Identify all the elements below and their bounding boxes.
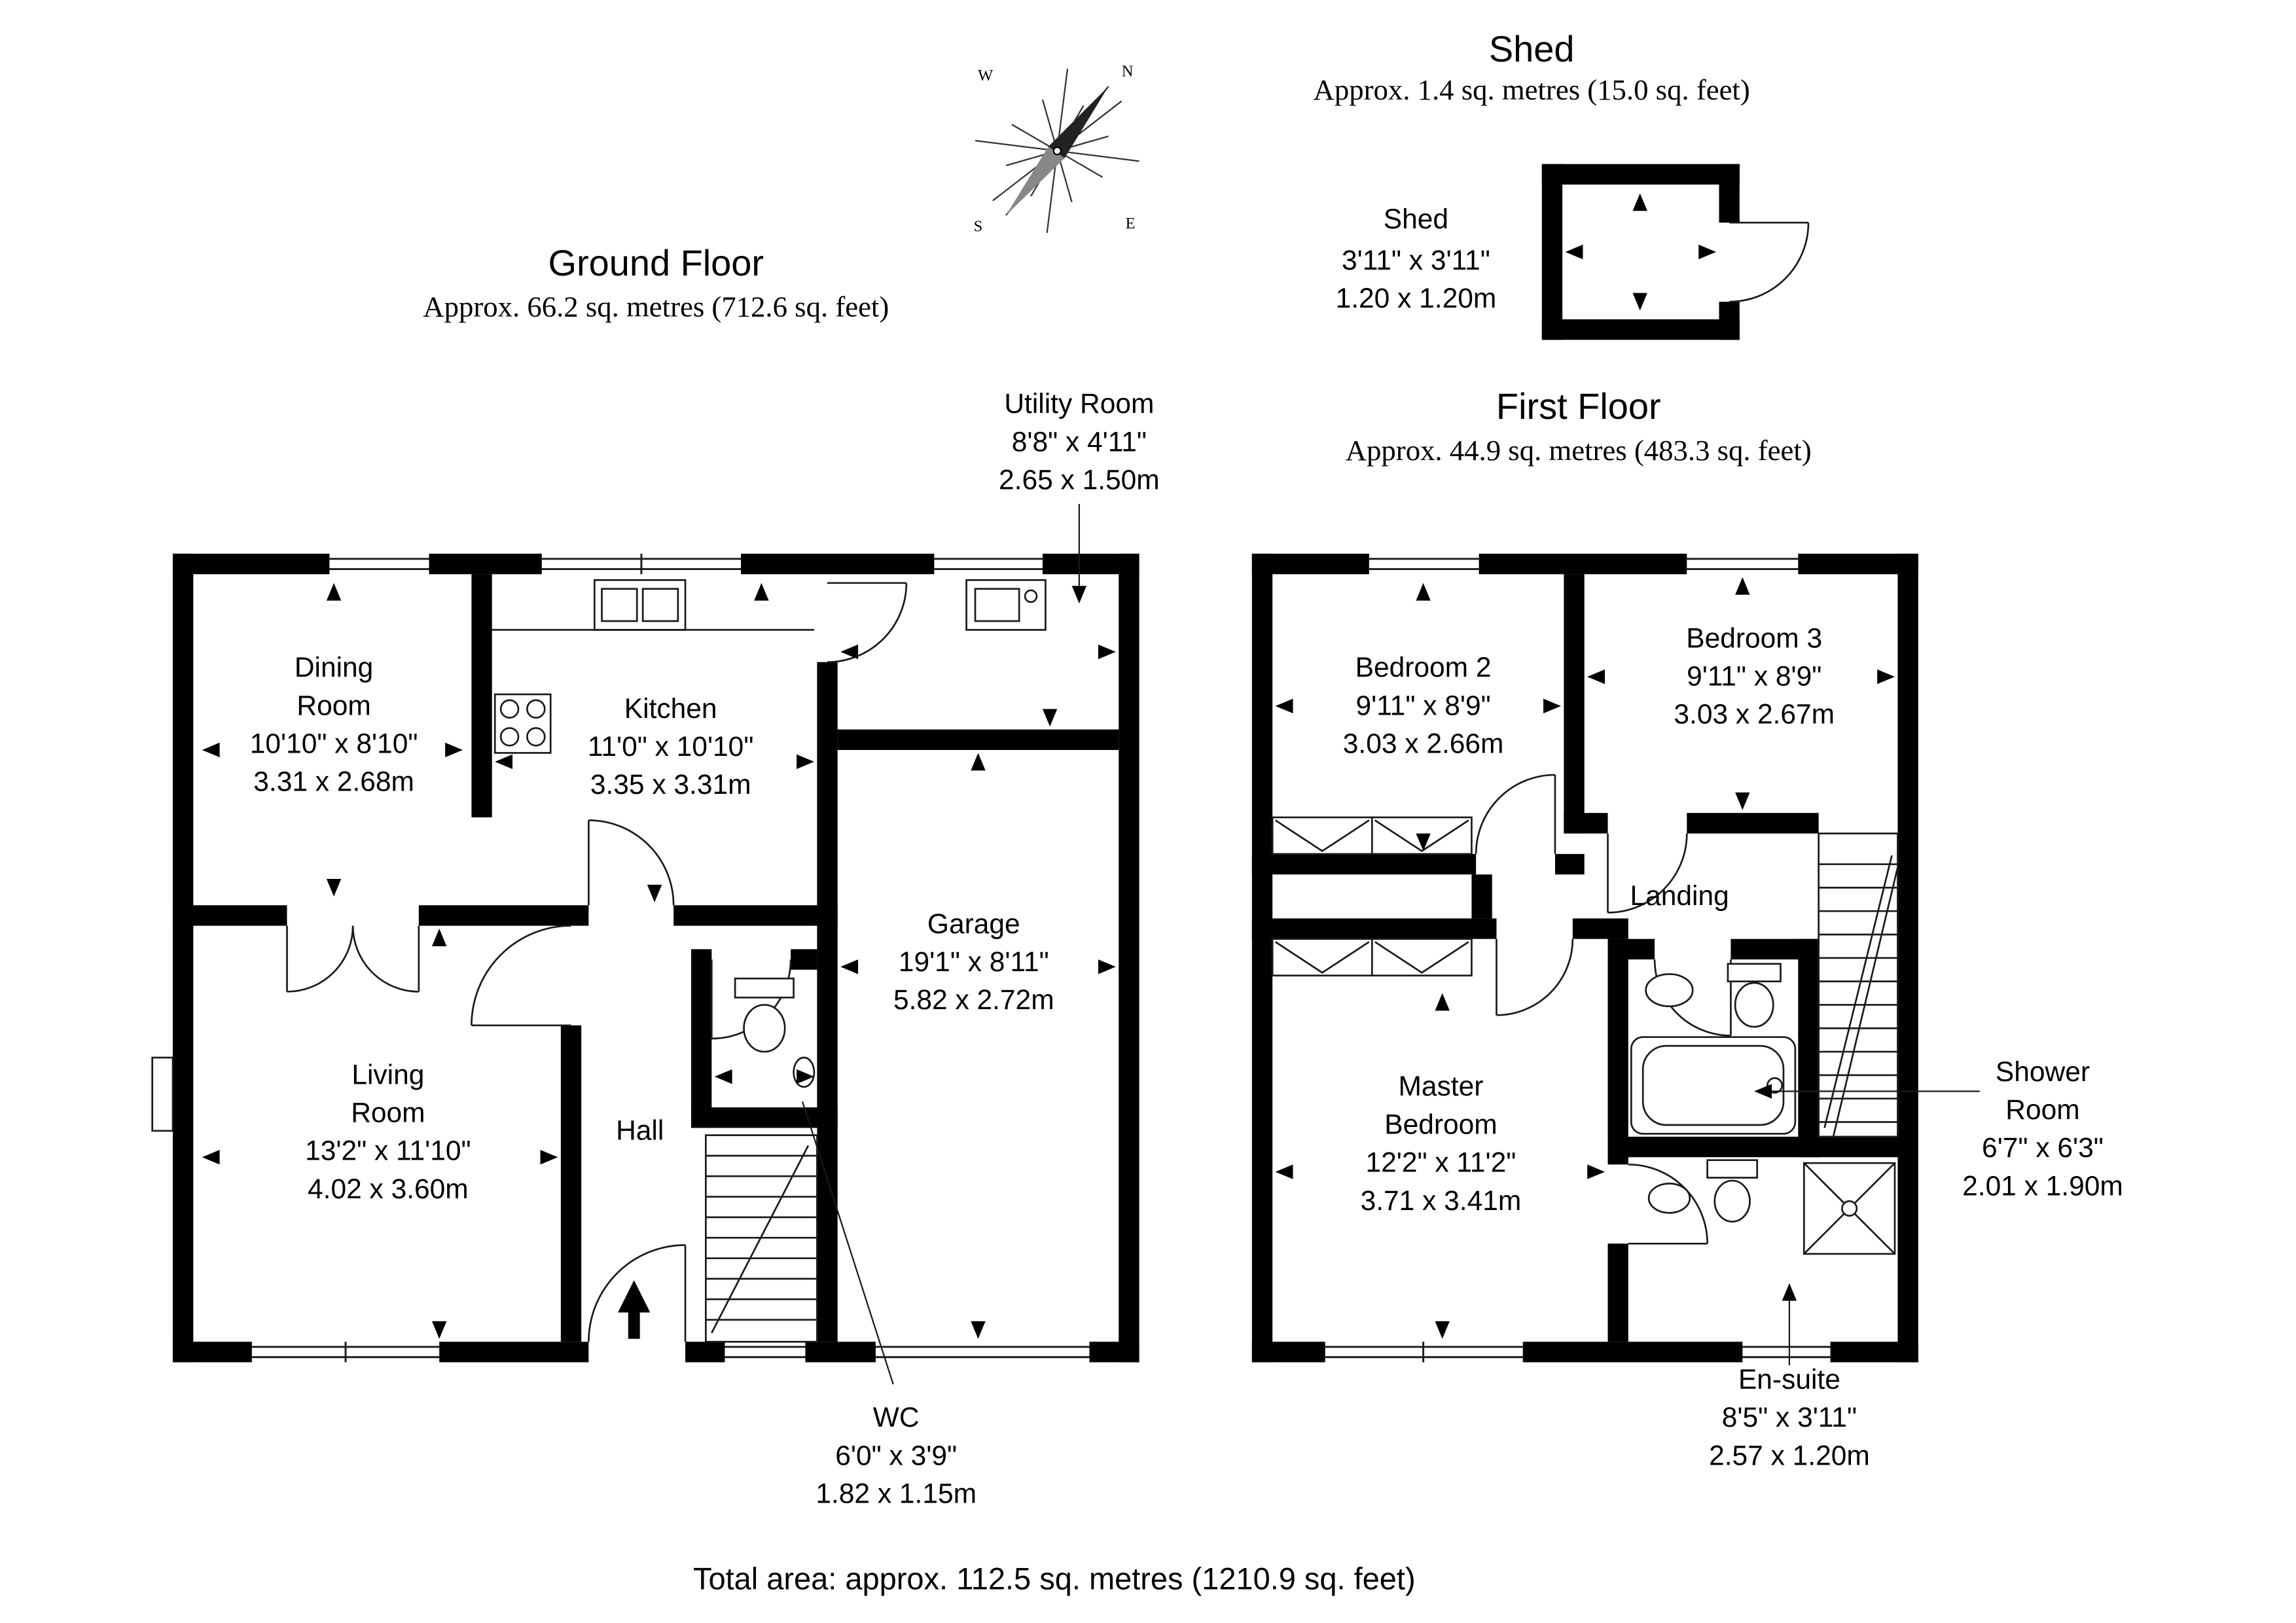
living-room-metric: 4.02 x 3.60m <box>308 1174 469 1205</box>
compass-east-label: E <box>1126 215 1136 232</box>
shed-plan: Shed 3'11" x 3'11" 1.20 x 1.20m <box>1336 164 1810 340</box>
bedroom2-imperial: 9'11" x 8'9" <box>1355 690 1490 721</box>
first-floor-plan: Bedroom 2 9'11" x 8'9" 3.03 x 2.66m Bedr… <box>1251 554 2123 1471</box>
first-floor-labels: Bedroom 2 9'11" x 8'9" 3.03 x 2.66m Bedr… <box>1343 623 2123 1471</box>
ground-floor-windows <box>251 554 1090 1363</box>
dining-room-label: Dining <box>295 652 373 683</box>
ground-floor-walls <box>172 554 1139 1363</box>
shower-room-metric: 2.01 x 1.90m <box>1962 1171 2123 1202</box>
ground-floor-area: Approx. 66.2 sq. metres (712.6 sq. feet) <box>423 290 889 323</box>
shed-door <box>1729 221 1810 303</box>
kitchen-sink-icon <box>593 579 687 631</box>
first-floor-walls <box>1251 554 1918 1363</box>
compass-west-label: W <box>978 67 994 84</box>
bedroom3-metric: 3.03 x 2.67m <box>1674 700 1835 730</box>
ensuite-imperial: 8'5" x 3'11" <box>1722 1402 1857 1433</box>
ground-floor-labels: Dining Room 10'10" x 8'10" 3.31 x 2.68m … <box>250 389 1160 1509</box>
garage-label: Garage <box>927 909 1020 940</box>
compass-north-label: N <box>1122 62 1134 80</box>
first-floor-windows <box>1325 558 1831 1363</box>
ground-floor-leaders <box>801 503 1087 1385</box>
master-wardrobe-icon <box>1271 938 1473 977</box>
staircase-first <box>1818 832 1899 1138</box>
bedroom2-label: Bedroom 2 <box>1355 652 1492 683</box>
hall-label: Hall <box>616 1115 664 1146</box>
utility-room-metric: 2.65 x 1.50m <box>999 465 1160 496</box>
utility-sink-icon <box>965 579 1047 631</box>
compass-needle <box>1048 86 1109 158</box>
landing-label: Landing <box>1630 881 1729 912</box>
dining-room-metric: 3.31 x 2.68m <box>253 767 414 798</box>
dining-room-label-2: Room <box>296 690 370 721</box>
titles: Ground Floor Approx. 66.2 sq. metres (71… <box>423 28 1811 1596</box>
total-area-label: Total area: approx. 112.5 sq. metres (12… <box>693 1561 1416 1596</box>
bedroom3-label: Bedroom 3 <box>1686 623 1822 654</box>
living-room-label: Living <box>351 1060 424 1090</box>
utility-room-label: Utility Room <box>1004 389 1154 419</box>
ensuite-basin-icon <box>1647 1183 1691 1214</box>
kitchen-label: Kitchen <box>624 694 717 724</box>
wc-toilet-icon <box>734 977 795 1053</box>
living-room-imperial: 13'2" x 11'10" <box>305 1136 471 1167</box>
kitchen-imperial: 11'0" x 10'10" <box>588 732 754 762</box>
shed-labels: Shed 3'11" x 3'11" 1.20 x 1.20m <box>1336 204 1497 314</box>
bedroom2-wardrobe-icon <box>1271 816 1473 855</box>
ensuite-metric: 2.57 x 1.20m <box>1709 1440 1870 1471</box>
shed-room-metric: 1.20 x 1.20m <box>1336 283 1497 314</box>
stove-icon <box>493 693 552 754</box>
dining-room-imperial: 10'10" x 8'10" <box>250 728 418 759</box>
first-floor-leaders <box>1754 1084 1980 1366</box>
shower-room-basin-icon <box>1645 973 1694 1008</box>
shower-room-imperial: 6'7" x 6'3" <box>1982 1133 2104 1164</box>
shower-room-label: Shower <box>1996 1057 2090 1088</box>
master-bedroom-label: Master <box>1399 1071 1484 1102</box>
master-bedroom-imperial: 12'2" x 11'2" <box>1366 1148 1516 1179</box>
compass-rose-icon: W N E S <box>974 62 1139 236</box>
wc-imperial: 6'0" x 3'9" <box>835 1440 957 1471</box>
utility-room-imperial: 8'8" x 4'11" <box>1012 427 1147 457</box>
compass-south-label: S <box>974 218 983 236</box>
ensuite-toilet-icon <box>1706 1159 1759 1223</box>
shed-room-imperial: 3'11" x 3'11" <box>1342 245 1490 276</box>
bedroom2-metric: 3.03 x 2.66m <box>1343 728 1504 759</box>
living-room-label-2: Room <box>351 1098 425 1129</box>
staircase-ground <box>705 1134 818 1343</box>
shower-room-toilet-icon <box>1727 963 1782 1028</box>
ground-floor-plan: Dining Room 10'10" x 8'10" 3.31 x 2.68m … <box>151 389 1160 1509</box>
wc-metric: 1.82 x 1.15m <box>816 1478 977 1509</box>
wc-label: WC <box>873 1402 920 1433</box>
bath-icon <box>1630 1036 1797 1135</box>
shower-cubicle-icon <box>1803 1162 1896 1255</box>
master-bedroom-label-2: Bedroom <box>1384 1109 1497 1140</box>
shed-room-label: Shed <box>1384 204 1448 235</box>
shower-room-label-2: Room <box>2005 1095 2079 1126</box>
shed-area: Approx. 1.4 sq. metres (15.0 sq. feet) <box>1314 73 1750 106</box>
shed-walls <box>1541 164 1740 340</box>
shed-title: Shed <box>1489 28 1575 69</box>
entrance-arrow-icon <box>618 1280 651 1339</box>
compass-needle-tail <box>1005 146 1065 216</box>
first-floor-title: First Floor <box>1496 385 1661 427</box>
bedroom3-imperial: 9'11" x 8'9" <box>1687 662 1821 692</box>
garage-imperial: 19'1" x 8'11" <box>899 947 1049 978</box>
ensuite-label: En-suite <box>1738 1364 1840 1395</box>
shed-dimension-arrows <box>1565 193 1717 311</box>
kitchen-metric: 3.35 x 3.31m <box>590 770 751 800</box>
first-floor-area: Approx. 44.9 sq. metres (483.3 sq. feet) <box>1346 434 1812 467</box>
master-bedroom-metric: 3.71 x 3.41m <box>1361 1186 1522 1217</box>
garage-metric: 5.82 x 2.72m <box>893 985 1054 1016</box>
ground-floor-title: Ground Floor <box>548 242 764 283</box>
chimney-breast <box>151 1056 174 1132</box>
